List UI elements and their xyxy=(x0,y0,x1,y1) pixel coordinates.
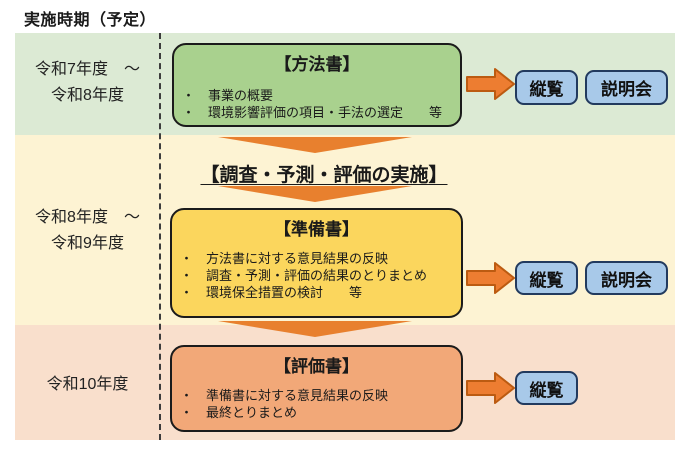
bullet-item: ・ 調査・予測・評価の結果のとりまとめ xyxy=(180,268,428,283)
period-label-fy8-9: 令和8年度 ～ 令和9年度 xyxy=(15,205,160,257)
period-label-fy10: 令和10年度 xyxy=(15,372,160,398)
bullet-item: ・ 準備書に対する意見結果の反映 xyxy=(180,388,389,403)
period-line: 令和7年度 ～ xyxy=(35,61,140,78)
draft-document-title: 【準備書】 xyxy=(274,220,359,239)
survey-phase-heading: 【調査・予測・評価の実施】 xyxy=(200,165,448,186)
public-inspection-badge: 縦覧 xyxy=(515,70,578,105)
flow-arrow-right-icon xyxy=(466,372,515,404)
flow-arrow-right-icon xyxy=(466,262,515,294)
page-title: 実施時期（予定） xyxy=(24,12,157,29)
method-document-box: 【方法書】 ・ 事業の概要 ・ 環境影響評価の項目・手法の選定 等 xyxy=(172,43,462,127)
bullet-item: ・ 方法書に対する意見結果の反映 xyxy=(180,251,389,266)
bullet-item: ・ 環境保全措置の検討 等 xyxy=(180,285,363,300)
period-line: 令和9年度 xyxy=(51,235,124,252)
briefing-session-badge: 説明会 xyxy=(585,70,668,105)
period-line: 令和8年度 ～ xyxy=(35,209,140,226)
bullet-item: ・ 最終とりまとめ xyxy=(180,405,298,420)
briefing-session-badge: 説明会 xyxy=(585,261,668,295)
evaluation-document-box: 【評価書】 ・ 準備書に対する意見結果の反映 ・ 最終とりまとめ xyxy=(170,345,463,432)
timeline-divider xyxy=(159,33,161,440)
draft-document-box: 【準備書】 ・ 方法書に対する意見結果の反映 ・ 調査・予測・評価の結果のとりま… xyxy=(170,208,463,318)
evaluation-document-title: 【評価書】 xyxy=(274,357,359,376)
method-document-title: 【方法書】 xyxy=(274,55,360,74)
public-inspection-badge: 縦覧 xyxy=(515,261,578,295)
bullet-item: ・ 事業の概要 xyxy=(182,88,274,103)
flow-arrow-right-icon xyxy=(466,68,515,100)
period-line: 令和10年度 xyxy=(46,376,129,393)
period-line: 令和8年度 xyxy=(51,87,124,104)
period-label-fy7-8: 令和7年度 ～ 令和8年度 xyxy=(15,57,160,109)
public-inspection-badge: 縦覧 xyxy=(515,371,578,405)
bullet-item: ・ 環境影響評価の項目・手法の選定 等 xyxy=(182,105,443,120)
